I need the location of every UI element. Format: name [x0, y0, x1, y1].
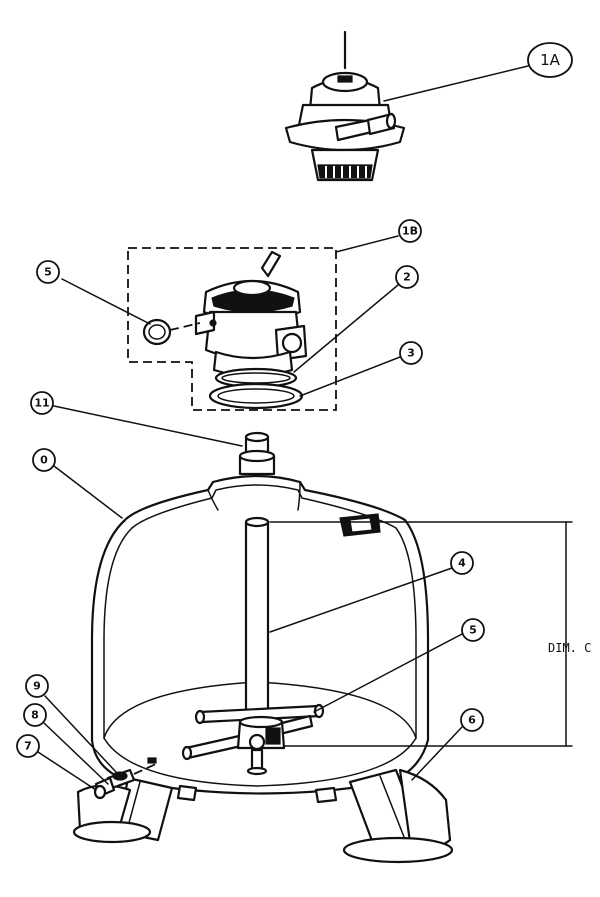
svg-text:5: 5 — [469, 624, 477, 637]
callout-tank: 0 — [32, 448, 56, 472]
svg-text:0: 0 — [40, 454, 48, 467]
callout-gauge: 5 — [36, 260, 60, 284]
dimension-label: DIM. C — [548, 641, 591, 655]
lateral-assembly — [181, 703, 325, 776]
callout-o-ring: 2 — [395, 265, 419, 289]
callout-1a: 1A — [527, 42, 573, 78]
standpipe — [244, 516, 270, 720]
callout-diffuser: 11 — [30, 391, 54, 415]
svg-text:4: 4 — [458, 557, 466, 570]
svg-text:1A: 1A — [540, 51, 561, 69]
svg-text:2: 2 — [403, 271, 411, 284]
callout-1b: 1B — [398, 219, 422, 243]
callout-drain-gasket: 9 — [25, 674, 49, 698]
valve-1b — [127, 247, 337, 411]
callout-drain-plug: 7 — [16, 734, 40, 758]
callout-drain-nut: 8 — [23, 703, 47, 727]
svg-text:7: 7 — [24, 740, 32, 753]
leader-lines — [37, 65, 529, 791]
top-diffuser — [238, 431, 276, 520]
callout-laterals: 5 — [461, 618, 485, 642]
callout-standpipe: 4 — [450, 551, 474, 575]
pressure-gauge — [142, 318, 201, 346]
svg-text:3: 3 — [407, 347, 415, 360]
valve-1a — [284, 30, 406, 182]
drain-assembly — [93, 757, 157, 800]
svg-text:1B: 1B — [402, 225, 418, 238]
tank-base — [72, 768, 454, 864]
clamp-ring — [208, 382, 304, 410]
callout-clamp: 3 — [399, 341, 423, 365]
dimension-c: DIM. C — [269, 521, 591, 747]
svg-text:5: 5 — [44, 266, 52, 279]
svg-text:8: 8 — [31, 709, 39, 722]
svg-text:6: 6 — [468, 714, 476, 727]
callout-base: 6 — [460, 708, 484, 732]
svg-text:9: 9 — [33, 680, 41, 693]
svg-text:11: 11 — [34, 397, 49, 410]
